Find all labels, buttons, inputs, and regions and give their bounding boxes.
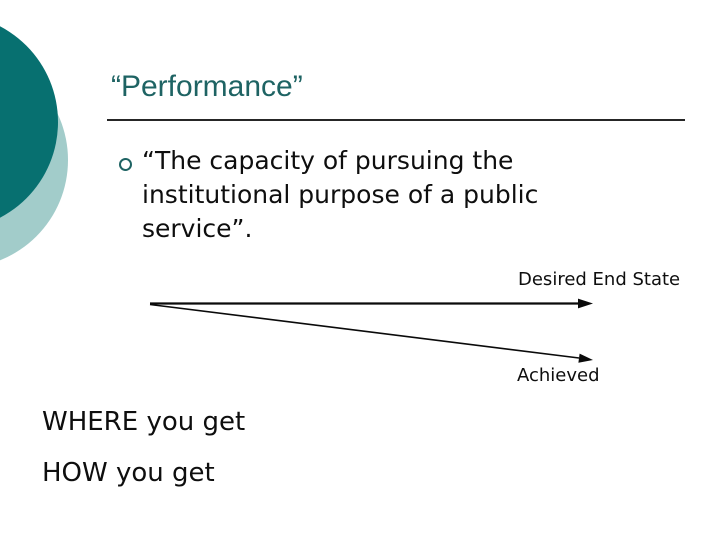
where-you-get-line: WHERE you get xyxy=(42,407,246,437)
how-you-get-line: HOW you get xyxy=(42,458,215,488)
title-underline-rule xyxy=(107,119,685,121)
achieved-arrow-icon xyxy=(149,303,593,363)
gap-arrows-diagram xyxy=(149,298,593,363)
slide-title: “Performance” xyxy=(111,70,303,103)
achieved-label: Achieved xyxy=(517,365,600,386)
bullet-text: “The capacity of pursuing the institutio… xyxy=(142,146,539,243)
desired-end-state-label: Desired End State xyxy=(518,269,681,290)
hollow-circle-bullet-icon xyxy=(119,158,132,171)
desired-end-state-arrow-icon xyxy=(150,298,593,309)
